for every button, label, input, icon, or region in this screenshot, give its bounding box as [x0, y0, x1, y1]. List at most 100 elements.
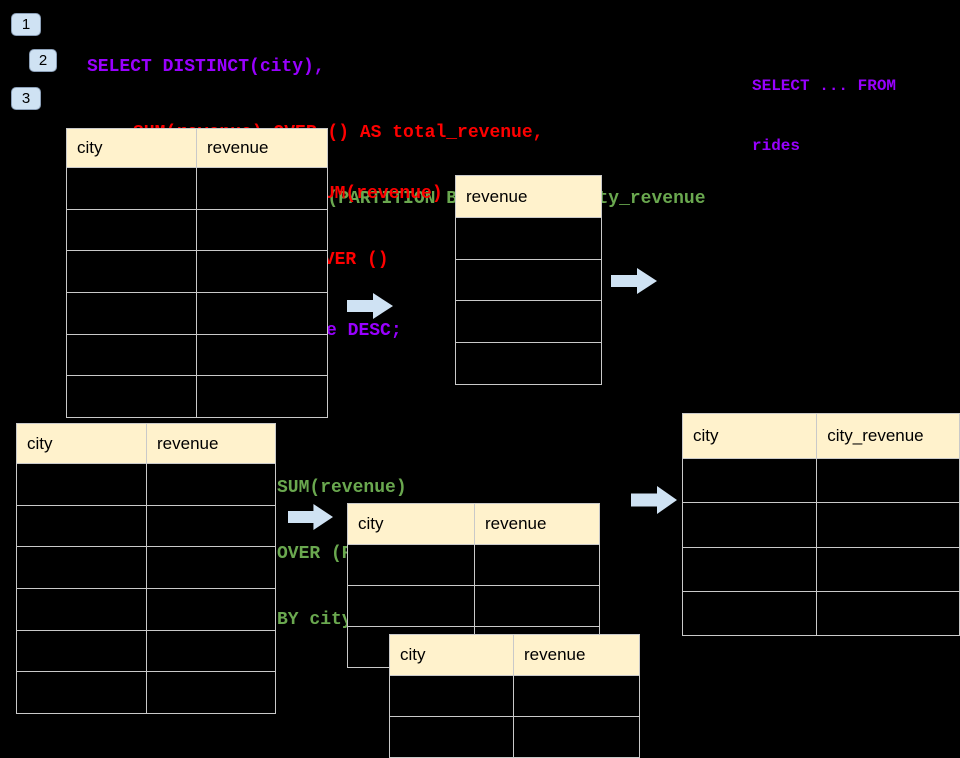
table-row — [16, 671, 276, 715]
empty-cell — [146, 463, 276, 506]
table-row — [389, 675, 640, 717]
side-note-line: SELECT ... FROM — [752, 77, 897, 95]
table-row — [681, 457, 960, 504]
empty-cell — [16, 463, 147, 506]
flow-arrow-right-icon — [288, 504, 333, 530]
empty-cell — [389, 716, 514, 758]
empty-cell — [513, 675, 640, 717]
column-header-revenue: revenue — [196, 128, 328, 168]
table-row — [66, 333, 328, 377]
table-row — [455, 300, 602, 344]
column-header-city: city — [16, 423, 147, 464]
column-header-revenue: revenue — [513, 634, 640, 676]
table-row — [681, 546, 960, 592]
side-note-line: rides — [752, 137, 801, 155]
step-badge-3: 3 — [11, 87, 41, 110]
empty-cell — [16, 588, 147, 631]
table-row — [66, 250, 328, 294]
column-header-city_revenue: city_revenue — [816, 413, 960, 459]
table-row — [16, 546, 276, 590]
empty-cell — [196, 167, 328, 210]
table-row — [16, 463, 276, 506]
table-row — [455, 258, 602, 302]
table-row — [66, 292, 328, 335]
empty-cell — [16, 671, 147, 715]
side-note-select-from-rides: SELECT ... FROM rides — [752, 36, 896, 176]
empty-cell — [16, 546, 147, 590]
annotation-total-revenue: SUM(revenue) OVER () — [313, 139, 443, 293]
empty-cell — [66, 208, 197, 252]
empty-cell — [455, 217, 602, 260]
empty-cell — [816, 457, 960, 504]
empty-cell — [146, 588, 276, 631]
table-row — [16, 504, 276, 548]
column-header-revenue: revenue — [455, 175, 602, 218]
column-header-city: city — [66, 128, 197, 168]
table-row — [66, 208, 328, 252]
step-badge-3-label: 3 — [21, 90, 31, 107]
empty-cell — [474, 585, 600, 627]
table-row — [347, 544, 600, 586]
table-row — [681, 502, 960, 548]
empty-cell — [66, 292, 197, 335]
table-row — [455, 342, 602, 385]
table-row — [16, 588, 276, 631]
table-row — [66, 167, 328, 210]
annotation-line: OVER () — [313, 250, 389, 270]
empty-cell — [196, 375, 328, 419]
empty-cell — [816, 590, 960, 637]
empty-cell — [16, 629, 147, 673]
table-row — [455, 217, 602, 260]
column-header-revenue: revenue — [146, 423, 276, 464]
table-row — [347, 585, 600, 627]
empty-cell — [681, 502, 818, 548]
empty-cell — [66, 167, 197, 210]
revenue-only-table: revenue — [455, 175, 602, 385]
empty-cell — [66, 333, 197, 377]
table-row — [16, 629, 276, 673]
empty-cell — [816, 502, 960, 548]
table-row — [66, 375, 328, 419]
table-row — [681, 590, 960, 637]
flow-arrow-right-icon — [611, 268, 657, 294]
empty-cell — [389, 675, 514, 717]
empty-cell — [146, 671, 276, 715]
empty-cell — [347, 544, 475, 586]
empty-cell — [146, 629, 276, 673]
empty-cell — [196, 292, 328, 335]
column-header-city: city — [347, 503, 475, 545]
empty-cell — [16, 504, 147, 548]
empty-cell — [66, 250, 197, 294]
empty-cell — [681, 457, 818, 504]
empty-cell — [455, 300, 602, 344]
step-badge-1-label: 1 — [21, 16, 31, 33]
table-row — [389, 716, 640, 758]
empty-cell — [196, 333, 328, 377]
column-header-city: city — [389, 634, 514, 676]
annotation-line: SUM(revenue) — [313, 184, 443, 204]
flow-arrow-right-icon — [347, 293, 393, 319]
empty-cell — [681, 546, 818, 592]
slide-canvas: { "colors": { "background": "#000000", "… — [11, 13, 960, 758]
column-header-city: city — [681, 413, 818, 459]
empty-cell — [513, 716, 640, 758]
empty-cell — [146, 546, 276, 590]
empty-cell — [347, 585, 475, 627]
column-header-revenue: revenue — [474, 503, 600, 545]
annotation-line: SUM(revenue) — [277, 478, 407, 498]
empty-cell — [681, 590, 818, 637]
empty-cell — [146, 504, 276, 548]
empty-cell — [66, 375, 197, 419]
empty-cell — [196, 208, 328, 252]
empty-cell — [816, 546, 960, 592]
empty-cell — [455, 342, 602, 385]
code-line-select: SELECT DISTINCT(city), — [87, 57, 325, 77]
step-badge-2: 2 — [29, 49, 57, 72]
step-badge-1: 1 — [11, 13, 41, 36]
empty-cell — [455, 258, 602, 302]
empty-cell — [474, 544, 600, 586]
